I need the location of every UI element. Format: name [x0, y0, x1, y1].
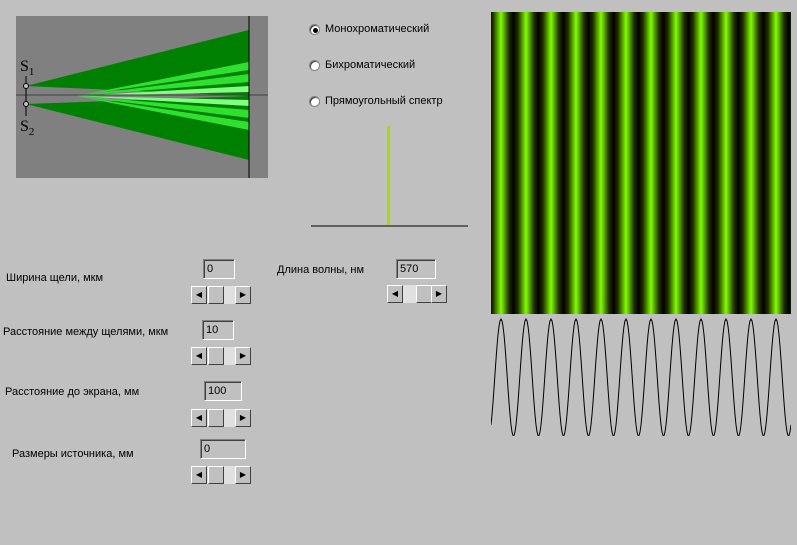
slit-width-label: Ширина щели, мкм: [6, 272, 104, 284]
slit-width-left-arrow[interactable]: ◀: [191, 286, 207, 304]
slit-width-thumb[interactable]: [208, 286, 224, 304]
radio-monochromatic-circle[interactable]: [309, 24, 320, 35]
screen-distance-label: Расстояние до экрана, мм: [5, 386, 140, 398]
intensity-polyline: [491, 317, 791, 437]
screen-distance-right-arrow[interactable]: ▶: [235, 409, 251, 427]
screen-distance-scrollbar[interactable]: ◀ ▶: [191, 409, 251, 427]
slit-distance-thumb[interactable]: [208, 347, 224, 365]
s1-label: S1: [20, 58, 35, 79]
slit-width-right-arrow[interactable]: ▶: [235, 286, 251, 304]
wavelength-left-arrow[interactable]: ◀: [387, 285, 403, 303]
wavelength-thumb[interactable]: [416, 285, 432, 303]
wavelength-scrollbar[interactable]: ◀ ▶: [387, 285, 447, 303]
source-size-thumb[interactable]: [208, 466, 224, 484]
spectrum-plot: [311, 124, 468, 228]
slit-width-field[interactable]: 0: [203, 259, 235, 279]
source-size-field[interactable]: 0: [200, 439, 246, 459]
slit-distance-scrollbar[interactable]: ◀ ▶: [191, 347, 251, 365]
radio-bichromatic-label: Бихроматический: [325, 59, 416, 71]
source-size-right-arrow[interactable]: ▶: [235, 466, 251, 484]
wavelength-label: Длина волны, нм: [277, 264, 365, 276]
interference-pattern: [491, 12, 791, 314]
slit-width-scrollbar[interactable]: ◀ ▶: [191, 286, 251, 304]
wavelength-field[interactable]: 570: [396, 259, 436, 279]
screen-distance-left-arrow[interactable]: ◀: [191, 409, 207, 427]
radio-rectangular-circle[interactable]: [309, 96, 320, 107]
slit-distance-right-arrow[interactable]: ▶: [235, 347, 251, 365]
radio-rectangular-label: Прямоугольный спектр: [325, 95, 443, 107]
radio-monochromatic-label: Монохроматический: [325, 23, 430, 35]
slit-distance-left-arrow[interactable]: ◀: [191, 347, 207, 365]
source-size-scrollbar[interactable]: ◀ ▶: [191, 466, 251, 484]
s2-label: S2: [20, 118, 35, 139]
slit-distance-field[interactable]: 10: [202, 320, 234, 340]
wavelength-right-arrow[interactable]: ▶: [431, 285, 447, 303]
screen-distance-field[interactable]: 100: [204, 381, 242, 401]
screen-distance-thumb[interactable]: [208, 409, 224, 427]
intensity-curve: [491, 316, 791, 440]
spectrum-line: [387, 126, 390, 225]
radio-bichromatic-circle[interactable]: [309, 60, 320, 71]
source-size-left-arrow[interactable]: ◀: [191, 466, 207, 484]
double-slit-diagram: S1 S2: [16, 16, 268, 178]
slit-distance-label: Расстояние между щелями, мкм: [3, 326, 169, 338]
source-size-label: Размеры источника, мм: [12, 448, 134, 460]
